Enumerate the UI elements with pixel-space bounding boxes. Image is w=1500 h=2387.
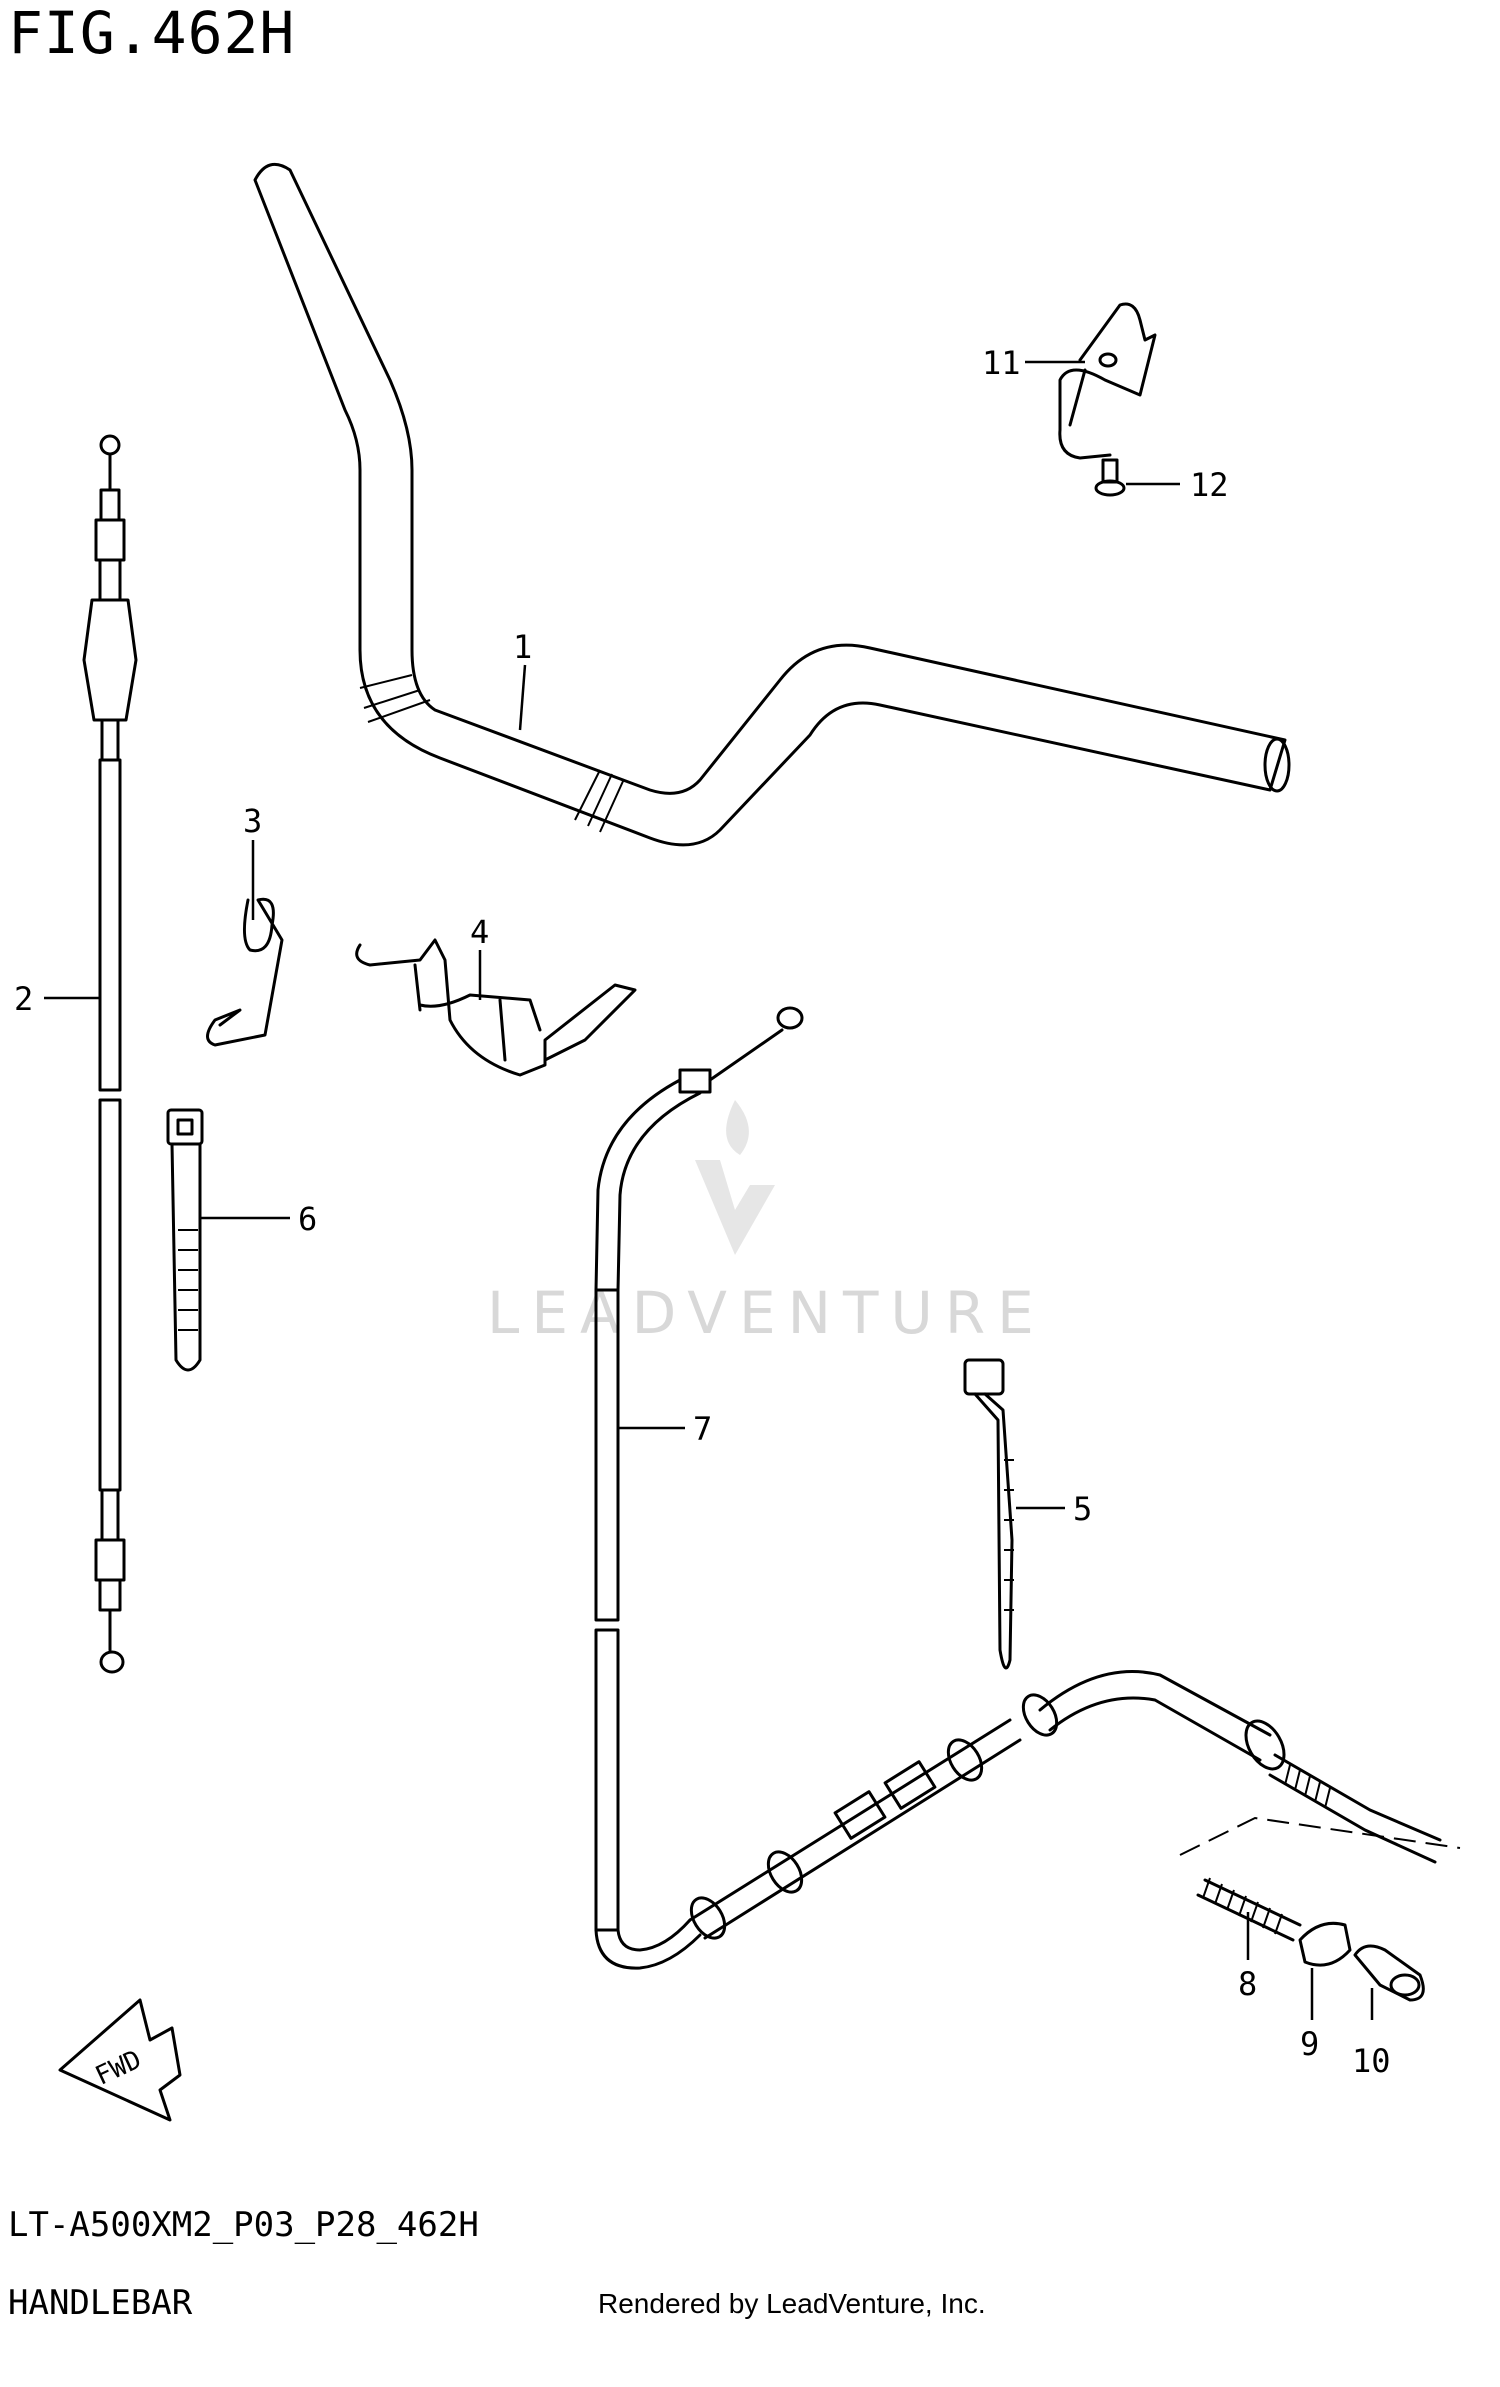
- callout-10: 10: [1352, 2042, 1391, 2080]
- watermark-text: LEADVENTURE: [487, 1279, 1046, 1347]
- spring-clip-part-3[interactable]: 3: [206, 802, 284, 1047]
- handlebar-part-1[interactable]: 1: [253, 162, 1291, 847]
- collar-part-9[interactable]: 9: [1298, 1921, 1352, 2063]
- tie-strap-part-5[interactable]: 5: [963, 1358, 1092, 1670]
- callout-7: 7: [693, 1410, 712, 1448]
- throttle-cable-part-2[interactable]: 2: [14, 434, 138, 1674]
- figure-name: HANDLEBAR: [8, 2283, 193, 2323]
- callout-2: 2: [14, 980, 33, 1018]
- figure-code: LT-A500XM2_P03_P28_462H: [8, 2205, 479, 2245]
- bolt-part-12[interactable]: 12: [1094, 458, 1229, 504]
- callout-12: 12: [1190, 466, 1229, 504]
- figure-title: FIG.462H: [8, 0, 296, 67]
- fwd-arrow: FWD: [58, 1998, 182, 2122]
- brake-cable-part-7[interactable]: 7: [594, 1006, 1442, 1970]
- bracket-part-11[interactable]: 11: [982, 302, 1157, 460]
- callout-4: 4: [470, 913, 489, 951]
- end-fitting-part-10[interactable]: 10: [1352, 1944, 1425, 2080]
- callout-6: 6: [298, 1200, 317, 1238]
- leadventure-watermark: LEADVENTURE: [487, 1100, 1046, 1347]
- callout-11: 11: [982, 344, 1021, 382]
- callout-9: 9: [1300, 2025, 1319, 2063]
- fwd-label: FWD: [91, 2045, 146, 2092]
- callout-3: 3: [243, 802, 262, 840]
- callout-5: 5: [1073, 1490, 1092, 1528]
- tie-strap-part-6[interactable]: 6: [166, 1108, 317, 1372]
- spring-part-8[interactable]: 8: [1196, 1877, 1302, 2003]
- callout-8: 8: [1238, 1965, 1257, 2003]
- clamp-part-4[interactable]: 4: [355, 913, 637, 1077]
- callout-1: 1: [513, 628, 532, 666]
- render-credit: Rendered by LeadVenture, Inc.: [598, 2288, 986, 2319]
